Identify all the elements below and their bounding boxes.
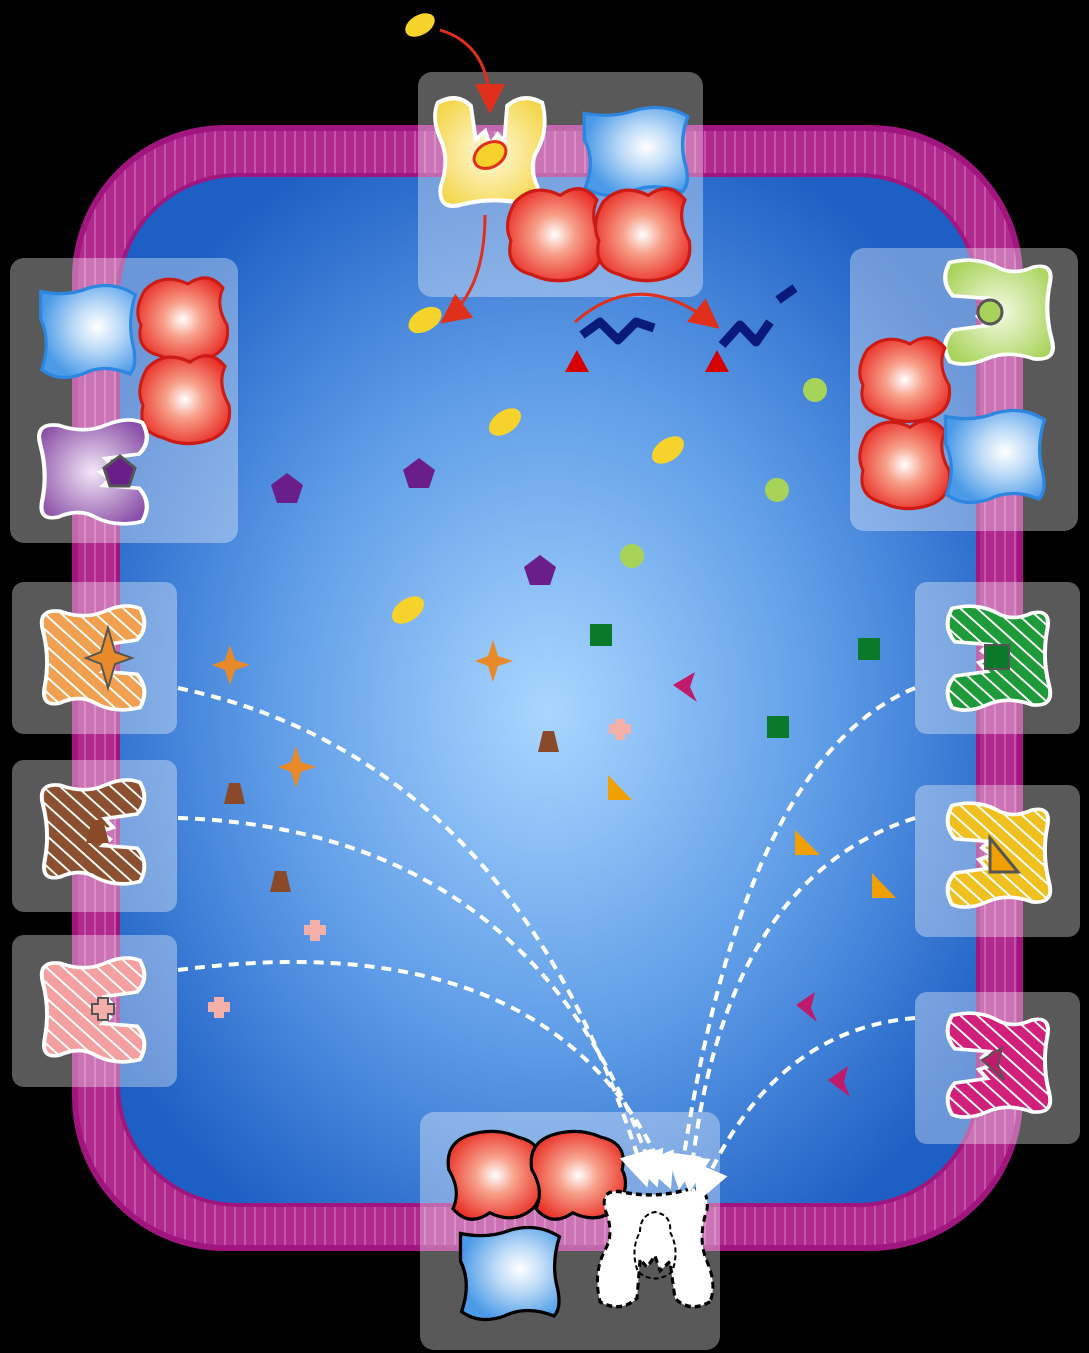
circle-icon (765, 478, 789, 502)
blue-protein (584, 108, 688, 196)
red-protein-top (138, 278, 228, 362)
bound-square-ligand (985, 645, 1009, 669)
square-icon (767, 716, 789, 738)
red-protein-left (448, 1131, 542, 1219)
square-icon (858, 638, 880, 660)
circle-icon (803, 378, 827, 402)
ellipse-icon (401, 8, 439, 41)
red-protein-right (596, 189, 690, 281)
blue-protein (461, 1228, 560, 1320)
blue-protein (41, 286, 136, 378)
red-protein-top (860, 338, 950, 422)
red-protein-left (508, 189, 602, 281)
cytoplasm (118, 175, 978, 1205)
red-protein-bottom (860, 421, 950, 509)
square-icon (590, 624, 612, 646)
bound-circle-ligand (978, 300, 1002, 324)
circle-icon (620, 544, 644, 568)
orange-receptor (42, 606, 145, 710)
red-protein-bottom (140, 356, 230, 444)
blue-protein (946, 411, 1045, 503)
